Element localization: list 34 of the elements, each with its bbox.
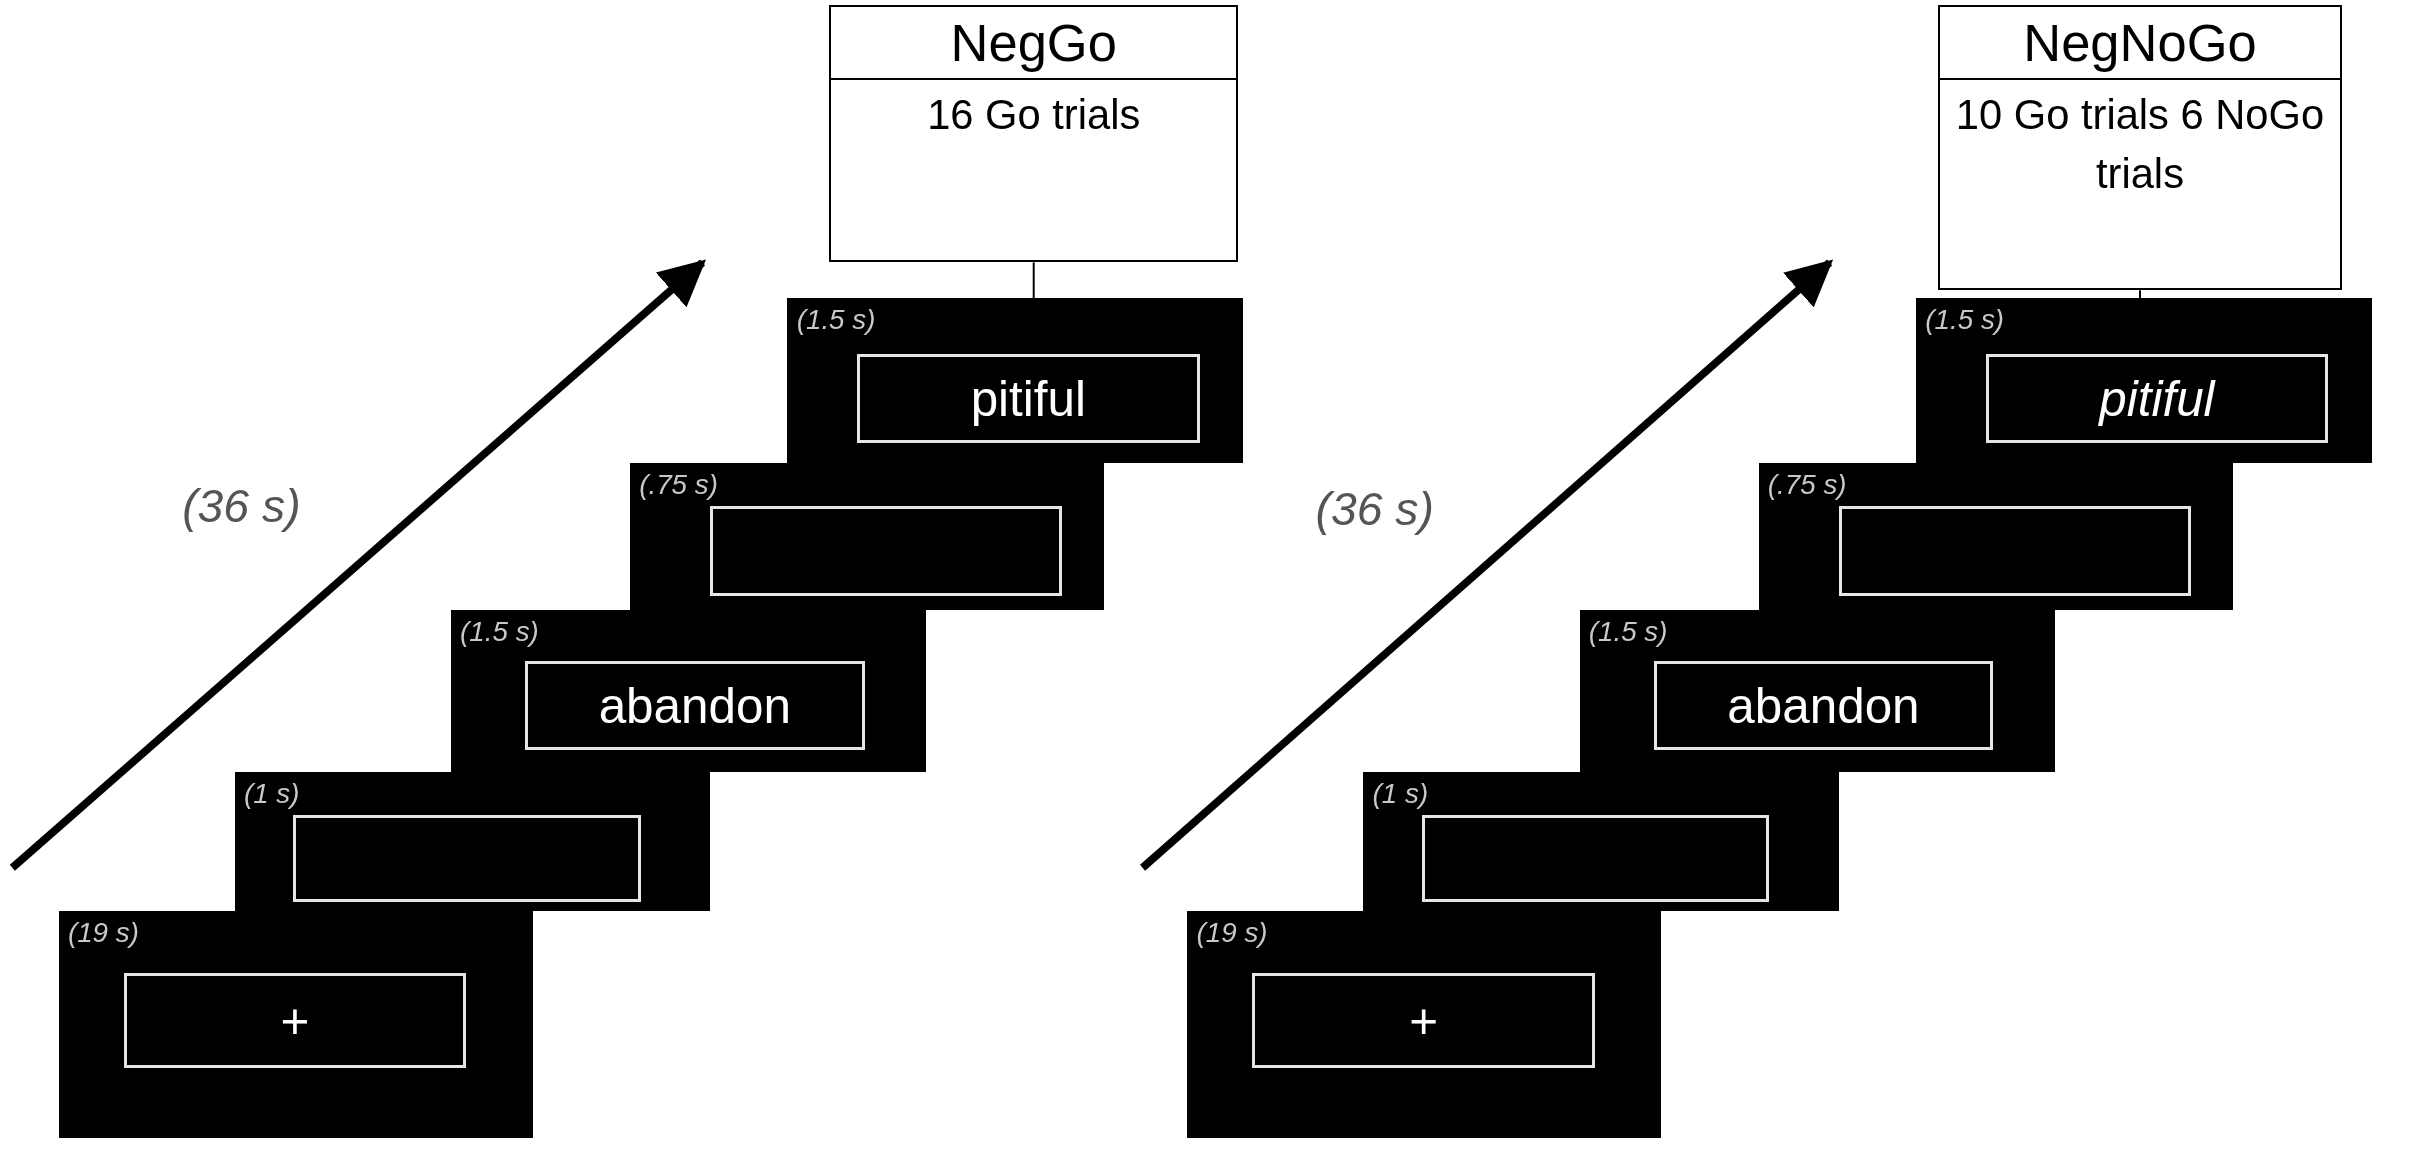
duration-label: (1.5 s) [460, 616, 539, 649]
stimulus-word: pitiful [1985, 353, 2329, 444]
duration-label: (1.5 s) [1588, 616, 1668, 649]
duration-label: (1.5 s) [796, 304, 876, 337]
duration-label: (19 s) [1196, 917, 1268, 950]
duration-label: (1.5 s) [1925, 304, 2005, 337]
duration-label: (1 s) [1372, 778, 1429, 811]
block-title: NegGo [831, 6, 1237, 80]
duration-label: (36 s) [182, 478, 301, 533]
stimulus-word: + [123, 972, 467, 1069]
duration-label: (19 s) [67, 917, 139, 950]
blank-frame [1422, 815, 1770, 902]
stimulus-word: abandon [1653, 660, 1994, 751]
trial-count: 16 Go trials [926, 89, 1142, 140]
block-box [829, 4, 1239, 263]
duration-label: (.75 s) [639, 469, 718, 502]
connector-line [1032, 261, 1035, 299]
duration-label: (36 s) [1315, 481, 1434, 536]
blank-frame [1838, 506, 2191, 596]
trial-count: 10 Go trials 6 NoGo trials [1954, 89, 2326, 199]
duration-label: (.75 s) [1767, 469, 1847, 502]
stimulus-screen [1916, 298, 2372, 464]
block-box [1937, 4, 2343, 291]
connector-line [2139, 289, 2141, 299]
stimulus-screen [58, 910, 533, 1138]
blank-frame [710, 506, 1063, 596]
stimulus-word: pitiful [856, 353, 1200, 444]
stimulus-word: + [1252, 972, 1595, 1069]
stimulus-word: abandon [524, 660, 865, 751]
stimulus-screen [787, 298, 1243, 464]
block-title: NegNoGo [1939, 6, 2341, 80]
stimulus-screen [1187, 910, 1662, 1138]
blank-frame [293, 815, 641, 902]
duration-label: (1 s) [243, 778, 300, 811]
